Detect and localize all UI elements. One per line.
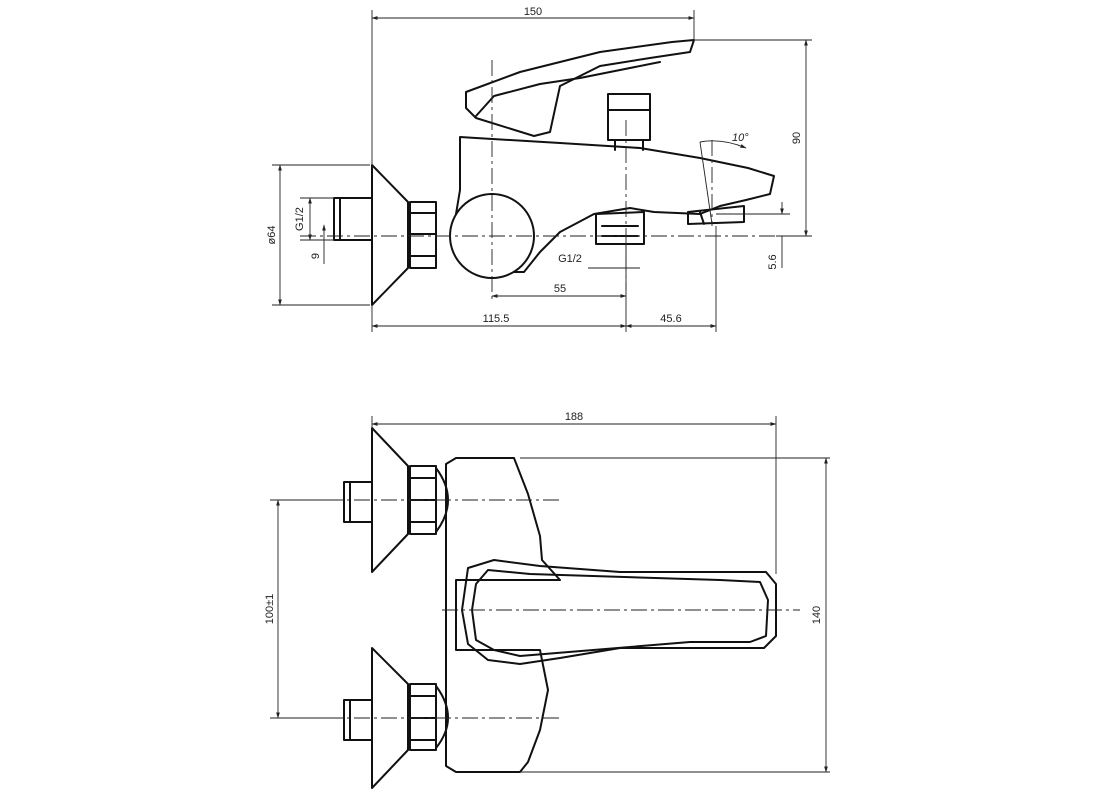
- label-188: 188: [565, 411, 583, 423]
- spout-aerator: [687, 205, 745, 225]
- top-view: 150 90 ø64 G1/2 9 10° G1/2 55 5.6 115.5 …: [266, 6, 812, 332]
- label-150: 150: [524, 6, 542, 18]
- label-56: 5.6: [767, 254, 779, 269]
- plan-handle-inner: [471, 569, 769, 657]
- label-64: ø64: [266, 226, 278, 245]
- label-140: 140: [811, 606, 823, 624]
- label-90: 90: [791, 132, 803, 144]
- dim-arc-10deg: [699, 140, 747, 149]
- plan-handle: [461, 559, 777, 665]
- shower-outlet: [595, 211, 645, 245]
- label-10deg: 10°: [732, 132, 749, 144]
- diverter-knob: [607, 93, 651, 151]
- upper-wall-flange: [371, 427, 409, 573]
- upper-hex-nut: [409, 465, 437, 535]
- inlet-stub: [333, 197, 373, 241]
- label-g12-inlet: G1/2: [294, 207, 306, 231]
- lower-wall-flange: [371, 647, 409, 789]
- bottom-view: 188 100±1 140: [264, 411, 830, 789]
- label-100: 100±1: [264, 594, 276, 625]
- plan-body: [445, 457, 561, 773]
- upper-inlet-stub: [343, 481, 373, 523]
- lower-hex-nut: [409, 683, 437, 751]
- label-g12-outlet: G1/2: [558, 253, 582, 265]
- wall-flange: [371, 164, 409, 306]
- lower-inlet-stub: [343, 699, 373, 741]
- label-55: 55: [554, 283, 566, 295]
- hex-nut: [409, 201, 437, 269]
- handle-lever: [465, 39, 695, 137]
- label-9: 9: [310, 253, 322, 259]
- handle-inner-line: [475, 61, 661, 117]
- lower-nut-collar: [435, 685, 449, 749]
- label-1155: 115.5: [483, 313, 510, 325]
- label-456: 45.6: [660, 313, 681, 325]
